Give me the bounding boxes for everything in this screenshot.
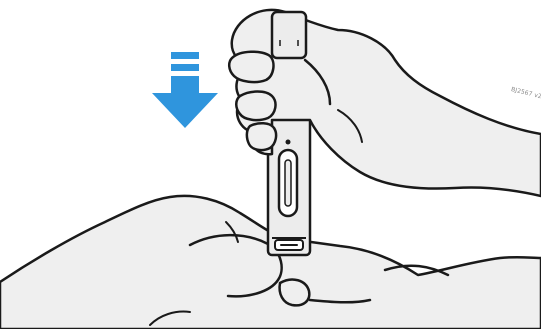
press-down-arrow-icon xyxy=(152,52,218,128)
pen-top-cap xyxy=(272,12,306,58)
